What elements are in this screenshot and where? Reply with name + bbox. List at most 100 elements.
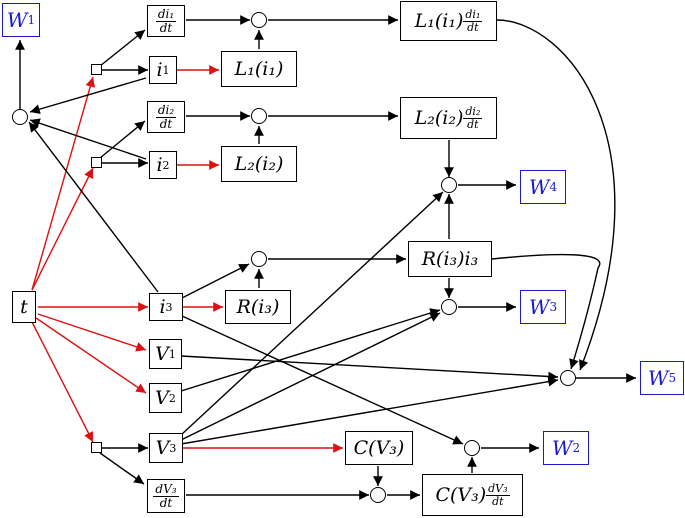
var-i2-sub: 2 bbox=[162, 158, 170, 172]
product-L1-di1: L₁(i₁) di₁ dt bbox=[400, 1, 497, 41]
product-C-dV3-frac: dV₃ dt bbox=[486, 481, 510, 508]
var-i1-main: i bbox=[156, 59, 163, 81]
product-L1-di1-den: dt bbox=[467, 20, 479, 34]
deriv-di1-num: di₁ bbox=[155, 6, 177, 22]
edge-i3-sum1 bbox=[28, 121, 159, 293]
product-node-L1 bbox=[251, 12, 267, 28]
output-W2-sub: 2 bbox=[572, 441, 581, 455]
deriv-dV3-den: dt bbox=[159, 495, 173, 510]
edge-V3-sum3 bbox=[180, 312, 441, 441]
output-W5-sub: 5 bbox=[668, 371, 677, 385]
deriv-di1-den: dt bbox=[159, 20, 173, 35]
edge-t-V1 bbox=[37, 313, 147, 352]
sum-node-W3 bbox=[441, 299, 457, 315]
product-R-i3: R(i₃)i₃ bbox=[408, 241, 492, 277]
func-C: C(V₃) bbox=[345, 431, 413, 465]
sum-node-W4 bbox=[441, 177, 457, 193]
output-W3-sub: 3 bbox=[549, 300, 558, 314]
var-V3-main: V bbox=[155, 437, 170, 459]
product-L1-di1-text: L₁(i₁) bbox=[414, 10, 464, 32]
edge-t-junc1 bbox=[31, 76, 96, 291]
func-R-label: R(i₃) bbox=[236, 296, 280, 318]
var-V1-main: V bbox=[155, 343, 169, 365]
product-node-C bbox=[370, 487, 386, 503]
var-V2-main: V bbox=[155, 387, 169, 409]
product-L2-di2-den: dt bbox=[467, 117, 479, 131]
edge-Ri3-sum5 bbox=[491, 253, 601, 370]
product-C-dV3-num: dV₃ bbox=[486, 481, 510, 496]
deriv-dV3-frac: dV₃ dt bbox=[153, 481, 179, 510]
var-i3-main: i bbox=[159, 296, 166, 318]
product-L1-di1-num: di₁ bbox=[463, 7, 483, 22]
edge-t-junc2 bbox=[31, 167, 94, 291]
func-L2-label: L₂(i₂) bbox=[234, 153, 284, 175]
product-L2-di2-frac: di₂ dt bbox=[463, 105, 483, 131]
func-L2: L₂(i₂) bbox=[221, 146, 297, 182]
product-R-i3-label: R(i₃)i₃ bbox=[421, 248, 479, 270]
product-C-dV3-den: dt bbox=[492, 494, 504, 508]
edge-junc1-di1 bbox=[99, 29, 146, 67]
deriv-di2-dt: di₂ dt bbox=[147, 101, 185, 133]
product-C-dV3: C(V₃) dV₃ dt bbox=[422, 474, 523, 516]
edge-V3-sum5 bbox=[180, 376, 559, 445]
product-C-dV3-text: C(V₃) bbox=[435, 484, 487, 506]
split-junction-i2 bbox=[91, 157, 102, 168]
deriv-di1-frac: di₁ dt bbox=[155, 6, 177, 35]
output-W1-sub: 1 bbox=[27, 13, 36, 27]
input-t: t bbox=[12, 291, 36, 323]
output-W2-main: W bbox=[551, 436, 573, 460]
func-C-label: C(V₃) bbox=[353, 437, 405, 459]
output-W5-main: W bbox=[647, 366, 669, 390]
deriv-dV3-dt: dV₃ dt bbox=[147, 479, 185, 513]
output-W1-main: W bbox=[6, 8, 28, 32]
edge-i1-sum1 bbox=[29, 77, 147, 114]
edge-t-junc3 bbox=[31, 321, 94, 443]
var-i2-main: i bbox=[156, 154, 163, 176]
deriv-dV3-num: dV₃ bbox=[153, 481, 179, 497]
red-edges bbox=[31, 65, 343, 453]
deriv-di2-den: dt bbox=[159, 116, 173, 131]
sum-node-W5 bbox=[560, 370, 576, 386]
edge-junc2-di2 bbox=[99, 120, 146, 159]
product-node-L2 bbox=[251, 108, 267, 124]
product-L2-di2-text: L₂(i₂) bbox=[414, 107, 464, 129]
deriv-di2-num: di₂ bbox=[155, 102, 177, 118]
product-L2-di2: L₂(i₂) di₂ dt bbox=[400, 97, 497, 139]
func-L1: L₁(i₁) bbox=[221, 51, 297, 87]
deriv-di1-dt: di₁ dt bbox=[147, 5, 185, 37]
product-node-R bbox=[251, 251, 267, 267]
edge-i2-sum1 bbox=[29, 118, 147, 160]
split-junction-i1 bbox=[91, 64, 102, 75]
edge-i3-sum-c bbox=[181, 263, 250, 299]
var-i3-sub: 3 bbox=[165, 300, 173, 314]
edge-t-V2 bbox=[35, 317, 147, 394]
edge-L1di1-sum5 bbox=[496, 19, 616, 371]
output-W3-main: W bbox=[528, 295, 550, 319]
black-edges bbox=[15, 15, 636, 500]
edge-V2-sum3 bbox=[180, 308, 441, 392]
var-V2-sub: 2 bbox=[168, 391, 176, 405]
input-t-label: t bbox=[20, 296, 28, 318]
split-junction-V3 bbox=[91, 442, 102, 453]
deriv-di2-frac: di₂ dt bbox=[155, 102, 177, 131]
edge-junc3-dV3 bbox=[99, 452, 145, 485]
edge-i3-sum2 bbox=[181, 315, 464, 445]
sum-node-W1 bbox=[12, 109, 28, 125]
output-W4-sub: 4 bbox=[549, 180, 558, 194]
var-i1-sub: 1 bbox=[162, 63, 170, 77]
sum-node-W2 bbox=[464, 440, 480, 456]
edge-V1-sum5 bbox=[180, 355, 559, 382]
product-L1-di1-frac: di₁ dt bbox=[463, 7, 483, 34]
